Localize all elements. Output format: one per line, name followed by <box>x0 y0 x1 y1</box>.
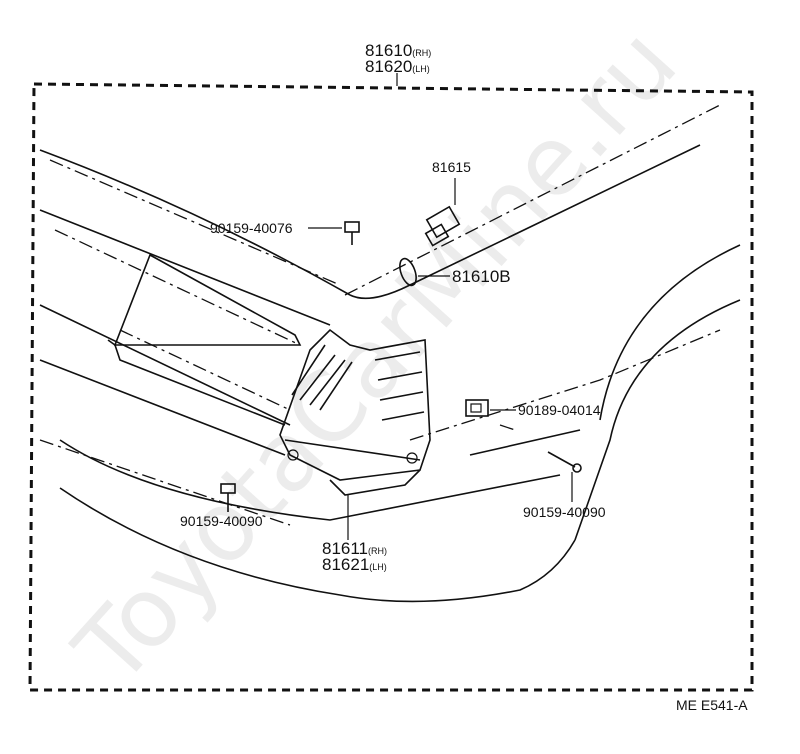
diagram-code: ME E541-A <box>676 697 748 713</box>
assembly-label-b: 81620(LH) <box>365 57 430 76</box>
watermark: ToyotaCarMine.ru <box>53 7 698 706</box>
screw-upper-label: 90159-40076 <box>210 220 293 236</box>
socket-label: 81615 <box>432 159 471 175</box>
body-outline <box>39 144 741 603</box>
screw-right-label: 90159-40090 <box>523 504 606 520</box>
screw-upper-part <box>344 221 360 245</box>
assembly-label-a: 81610(RH) <box>365 41 431 60</box>
clip-part <box>465 399 489 417</box>
screw-right-part <box>547 451 582 473</box>
lens-label-b: 81621(LH) <box>322 555 387 574</box>
bulb-part <box>399 257 417 287</box>
corner-lamp <box>279 328 431 496</box>
assembly-boundary <box>28 82 754 692</box>
lens-label-a: 81611(RH) <box>322 539 387 558</box>
side-housing <box>107 253 302 426</box>
screw-left-label: 90159-40090 <box>180 513 263 529</box>
socket-part <box>424 205 461 247</box>
screw-left-part <box>220 483 236 512</box>
body-hidden-lines <box>39 104 721 526</box>
bulb-label: 81610B <box>452 267 511 286</box>
clip-label: 90189-04014 <box>518 402 601 418</box>
